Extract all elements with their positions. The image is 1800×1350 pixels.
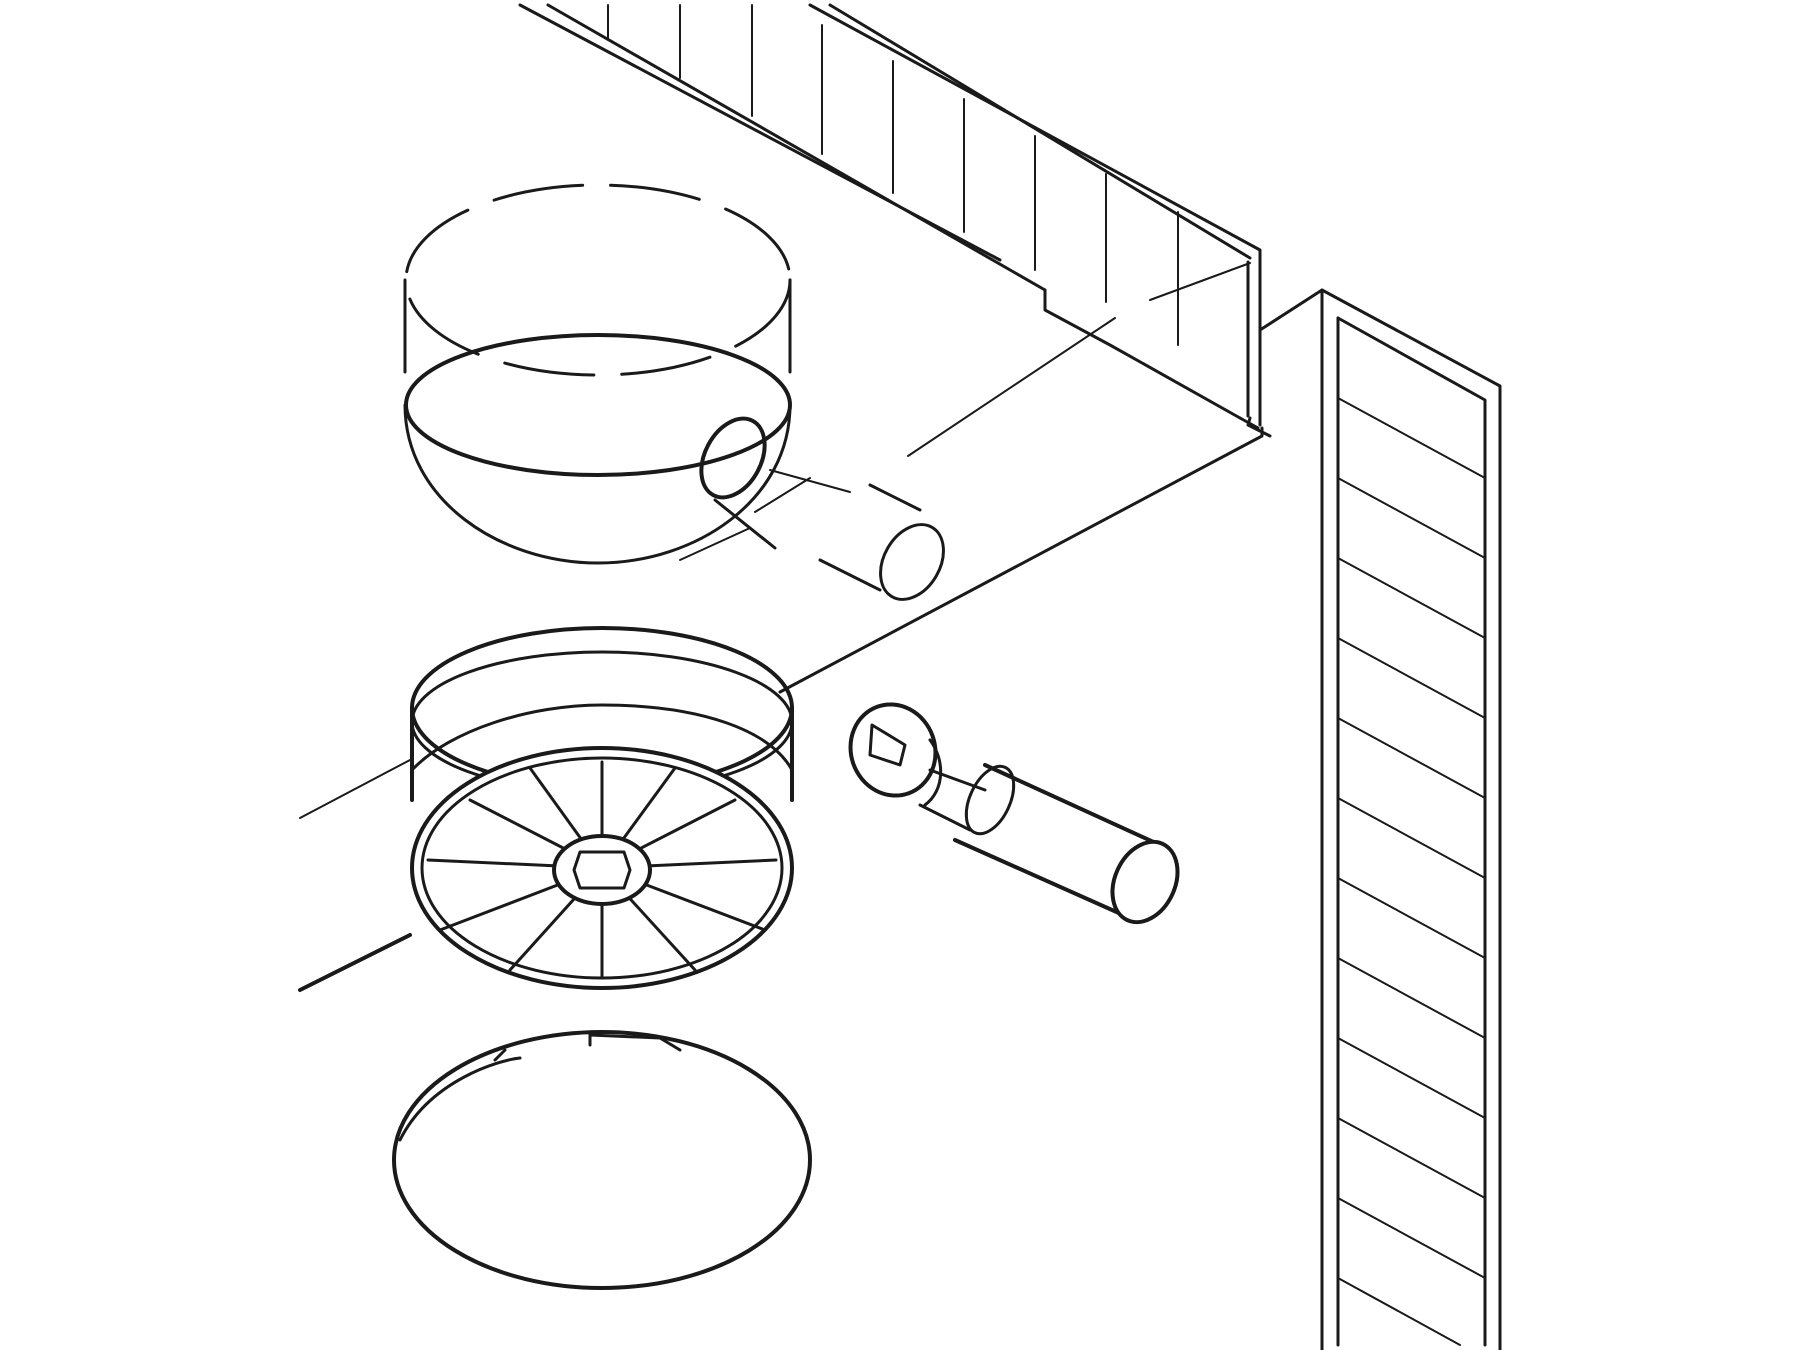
- drill-hole-outline: [403, 183, 792, 377]
- horizontal-panel: [518, 3, 1272, 694]
- drilled-hole-with-cross-bore: [403, 333, 945, 601]
- connector-housing-cam: [298, 626, 794, 992]
- vertical-panel: [1258, 288, 1502, 1350]
- cover-cap: [392, 1030, 812, 1290]
- vertical-panel-grain: [1337, 397, 1486, 1346]
- connecting-bolt: [848, 702, 1180, 925]
- panel-edge-grain: [607, 4, 1179, 346]
